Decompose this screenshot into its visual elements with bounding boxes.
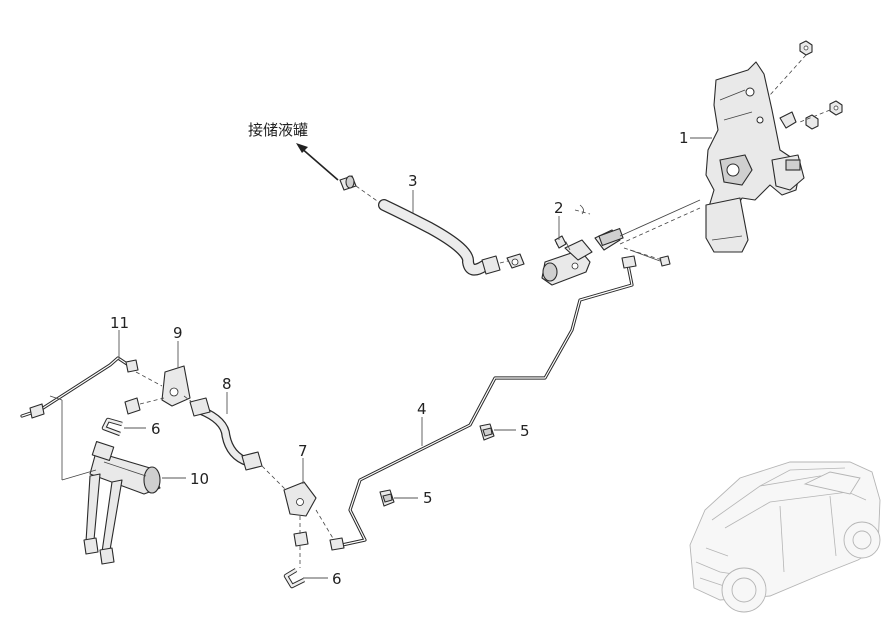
nut-right (805, 100, 843, 130)
retaining-clip-upper (101, 417, 123, 437)
callout-7: 7 (298, 442, 308, 460)
callout-1: 1 (679, 129, 689, 147)
callout-9: 9 (173, 324, 183, 342)
reservoir-fitting (339, 175, 357, 191)
hydraulic-line (329, 255, 637, 551)
bracket (124, 365, 191, 415)
master-cylinder (541, 199, 701, 286)
hose-clip (506, 253, 525, 269)
retaining-clip-lower (283, 568, 306, 589)
pedal-assembly (705, 61, 805, 253)
callout-8: 8 (222, 375, 232, 393)
left-hose-line (20, 356, 139, 419)
callout-11: 11 (110, 314, 129, 332)
callout-10: 10 (190, 470, 209, 488)
vehicle-outline (689, 461, 881, 613)
slave-cylinder (83, 441, 161, 565)
bolt-cylinder (629, 249, 671, 267)
callout-3: 3 (408, 172, 418, 190)
callout-6-upper: 6 (151, 420, 161, 438)
flexible-hose (189, 397, 263, 471)
callout-5-lower: 5 (423, 489, 433, 507)
line-bracket (283, 481, 317, 547)
line-clip-upper (479, 423, 495, 441)
reservoir-annotation: 接储液罐 (248, 121, 308, 139)
callout-5-upper: 5 (520, 422, 530, 440)
reservoir-hose (378, 199, 501, 276)
callout-4: 4 (417, 400, 427, 418)
callout-6-lower: 6 (332, 570, 342, 588)
reservoir-arrow (296, 143, 339, 181)
nut-top (799, 40, 813, 56)
callout-2: 2 (554, 199, 564, 217)
line-clip-lower (379, 489, 395, 507)
